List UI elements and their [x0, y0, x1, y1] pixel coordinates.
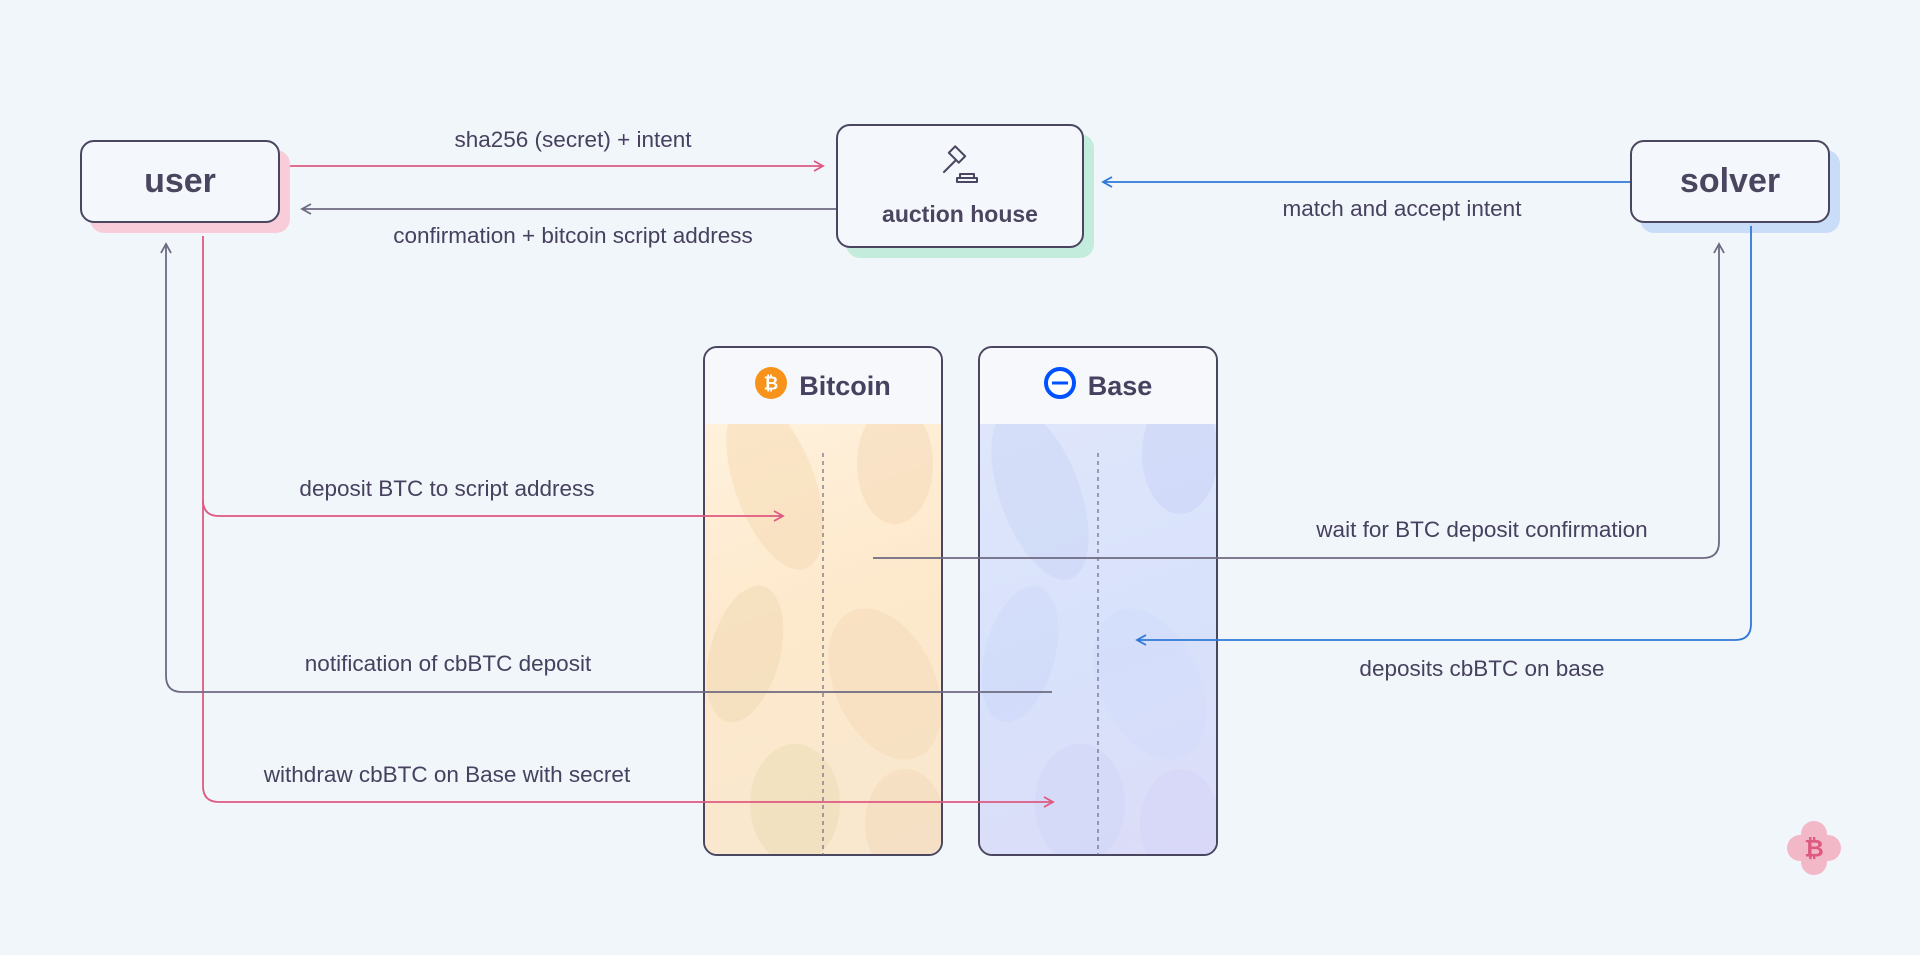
- svg-text:₿: ₿: [1804, 835, 1824, 863]
- bitcoin-chain-card: ₿ Bitcoin: [703, 346, 943, 856]
- bitcoin-chain-title: Bitcoin: [799, 370, 891, 401]
- base-logo-icon: [1043, 366, 1076, 406]
- svg-text:₿: ₿: [764, 373, 779, 394]
- user-node[interactable]: user: [80, 140, 280, 223]
- intent-label: sha256 (secret) + intent: [454, 127, 692, 152]
- bitcoin-leaf-pattern: [706, 424, 941, 854]
- wait-confirm-arrow: [873, 242, 1725, 559]
- bitcoin-coin-icon: ₿: [755, 366, 788, 406]
- gavel-icon: [940, 144, 980, 191]
- base-leaf-pattern: [981, 424, 1216, 854]
- user-label: user: [144, 162, 216, 200]
- confirmation-label: confirmation + bitcoin script address: [393, 223, 753, 248]
- notify-arrow: [160, 242, 1052, 693]
- user-timeline: [202, 236, 1055, 808]
- solver-deposit-label: deposits cbBTC on base: [1359, 656, 1605, 681]
- auction-house-label: auction house: [882, 200, 1038, 227]
- solver-label: solver: [1679, 162, 1781, 200]
- solver-deposit-arrow: [1135, 226, 1752, 646]
- wait-confirm-label: wait for BTC deposit confirmation: [1316, 517, 1648, 542]
- withdraw-label: withdraw cbBTC on Base with secret: [263, 762, 631, 787]
- notify-label: notification of cbBTC deposit: [304, 651, 592, 676]
- bitcoin-flower-logo-icon: ₿: [1786, 820, 1842, 876]
- bitcoin-chain-header: ₿ Bitcoin: [705, 348, 941, 424]
- auction-house-node[interactable]: auction house: [836, 124, 1084, 248]
- base-chain-header: Base: [980, 348, 1216, 424]
- deposit-btc-arrow: [202, 499, 785, 522]
- match-label: match and accept intent: [1282, 196, 1522, 221]
- deposit-btc-label: deposit BTC to script address: [299, 476, 595, 501]
- base-chain-title: Base: [1087, 370, 1153, 401]
- solver-node[interactable]: solver: [1630, 140, 1830, 223]
